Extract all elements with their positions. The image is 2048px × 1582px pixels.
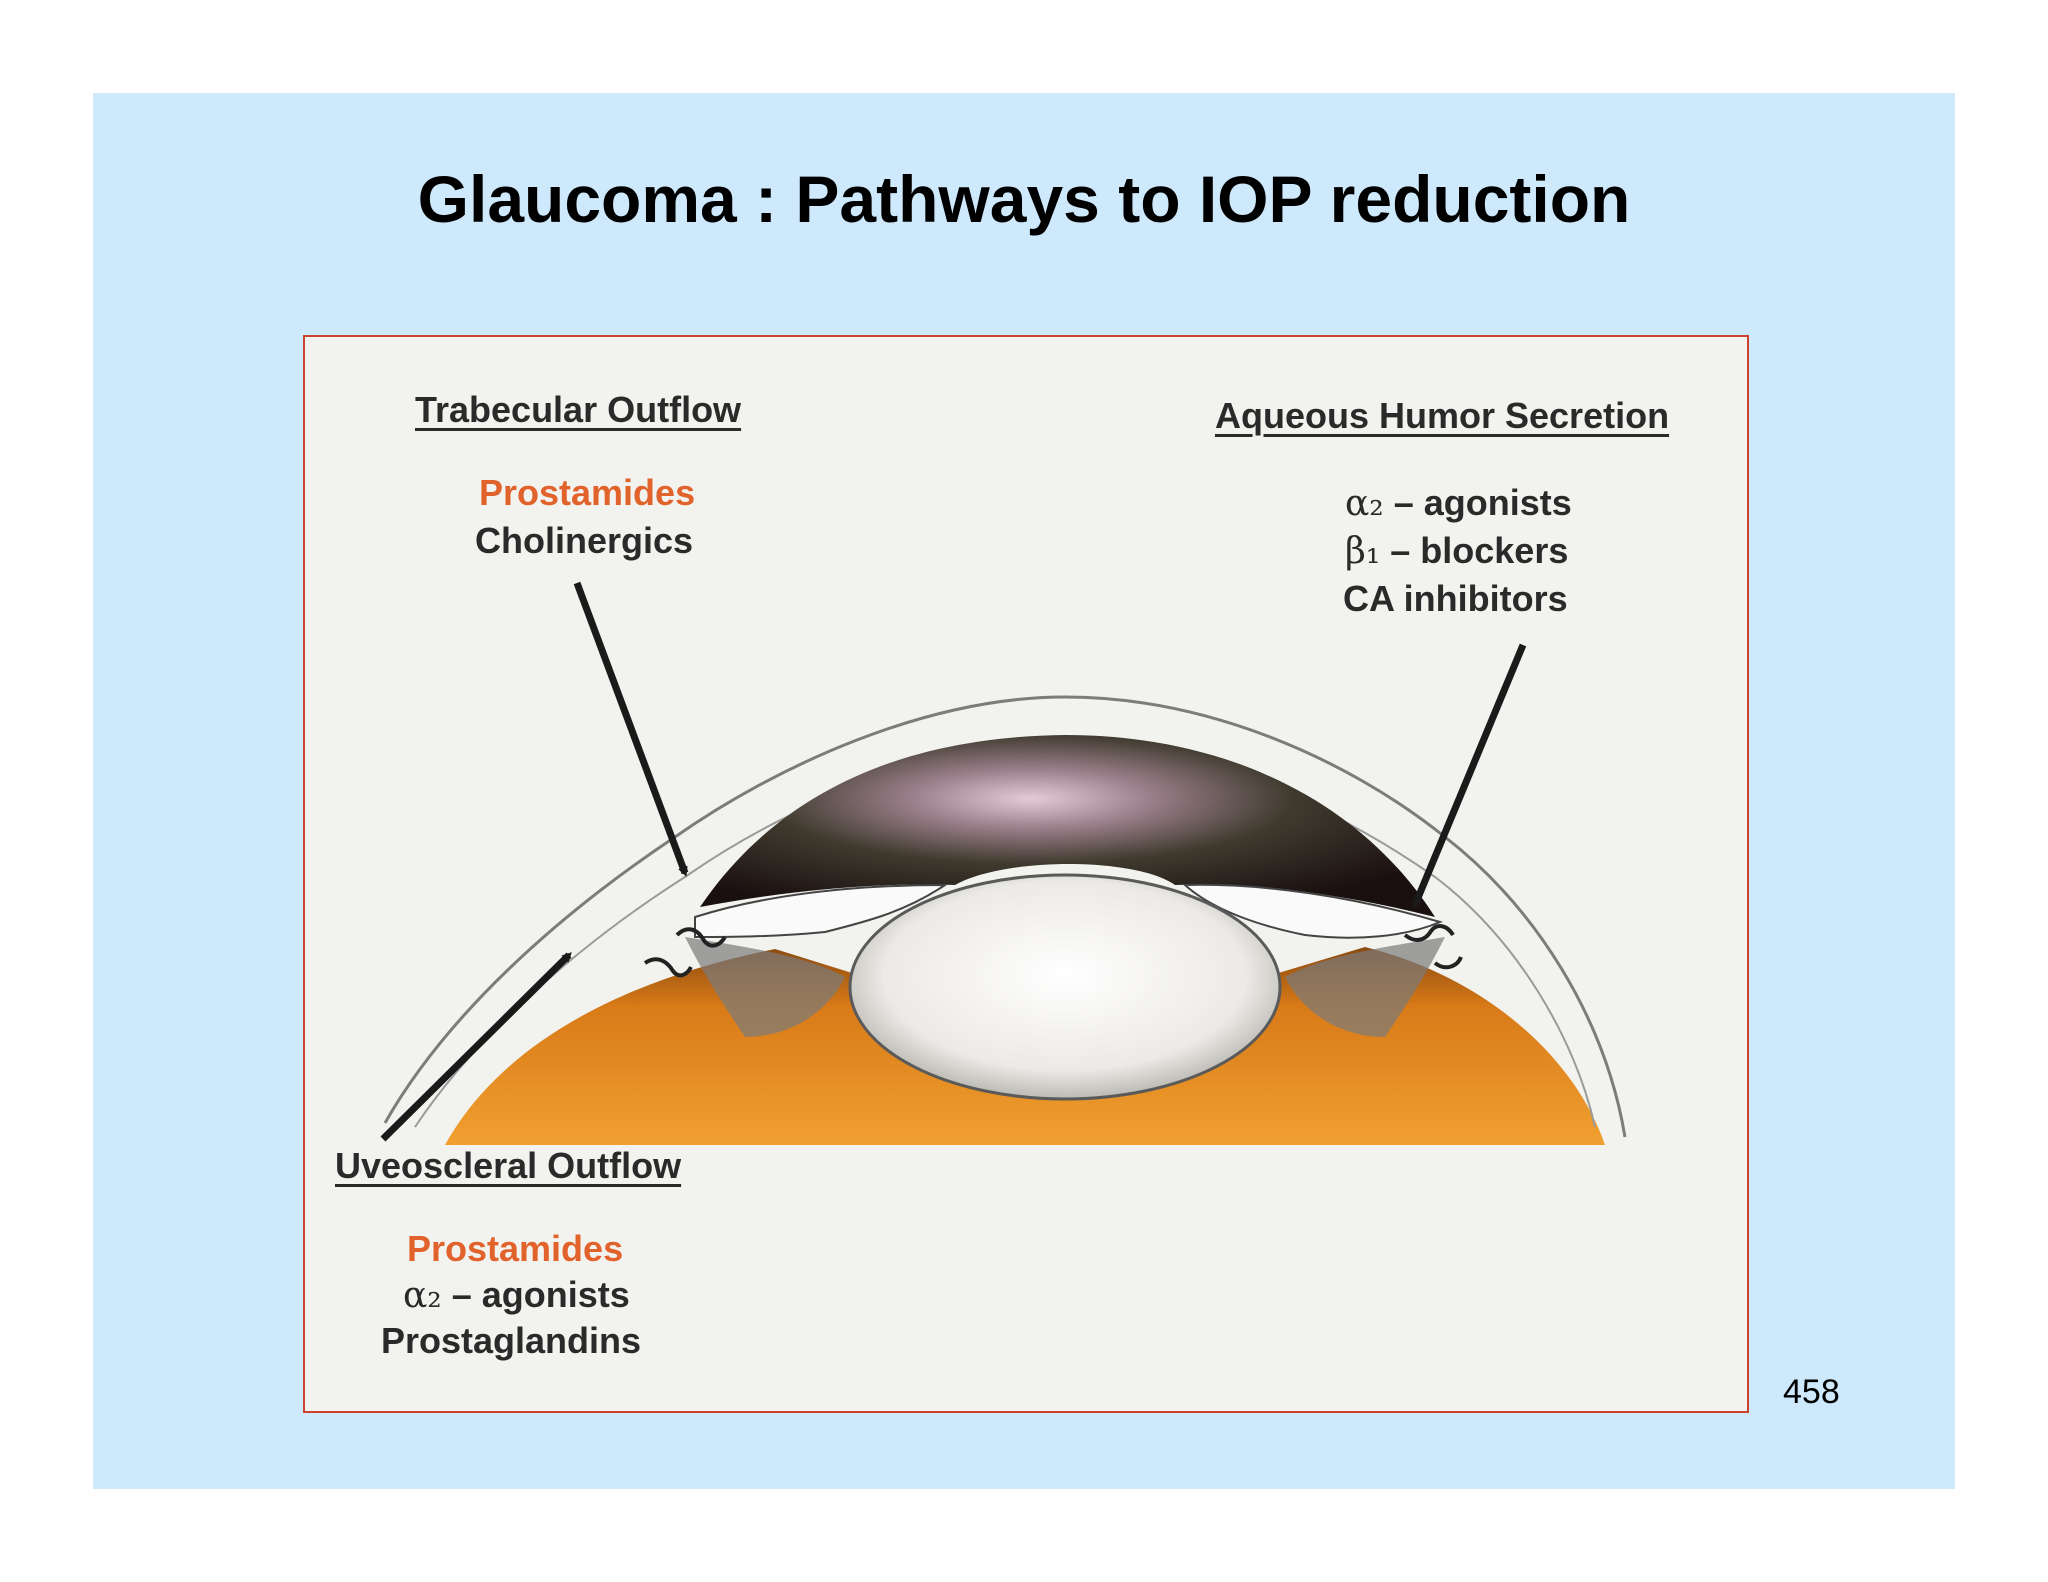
aqueous-drug-ca-inhibitors: CA inhibitors (1343, 578, 1568, 619)
arrow-aqueous (1411, 643, 1527, 909)
uveoscleral-drug-prostaglandins: Prostaglandins (381, 1320, 642, 1361)
trabecular-meshwork-right (1403, 924, 1463, 970)
beta1-symbol: β₁ (1345, 531, 1381, 572)
aqueous-drug-alpha2: α₂ – agonists (1345, 482, 1572, 524)
cornea-outer-line (383, 695, 1627, 1138)
iris-band-left (694, 883, 949, 939)
arrow-trabecular (573, 581, 689, 877)
page-number: 458 (1783, 1373, 1840, 1411)
trabecular-meshwork-left (643, 927, 727, 978)
iris-band-right (1182, 883, 1443, 939)
ciliary-left (685, 937, 845, 1037)
trabecular-drug-prostamides: Prostamides (479, 472, 696, 513)
eye-diagram: Trabecular Outflow Prostamides Cholinerg… (303, 335, 1749, 1413)
aqueous-secretion-heading: Aqueous Humor Secretion (1215, 395, 1670, 436)
lens (848, 873, 1282, 1101)
trabecular-drug-cholinergics: Cholinergics (475, 520, 694, 561)
alpha2-symbol-uveo: α₂ (403, 1275, 442, 1316)
uveoscleral-outflow-heading: Uveoscleral Outflow (335, 1145, 682, 1186)
anterior-chamber (700, 735, 1435, 917)
ciliary-right (1285, 937, 1445, 1037)
alpha2-symbol: α₂ (1345, 483, 1384, 524)
uveoscleral-drug-alpha2: α₂ – agonists (403, 1274, 630, 1316)
slide-title: Glaucoma : Pathways to IOP reduction (417, 162, 1631, 236)
eye-illustration (380, 581, 1627, 1145)
trabecular-outflow-heading: Trabecular Outflow (415, 389, 742, 430)
arrow-uveoscleral (380, 952, 572, 1142)
slide: Glaucoma : Pathways to IOP reduction (93, 93, 1955, 1489)
aqueous-drug-beta1: β₁ – blockers (1345, 530, 1569, 572)
uveoscleral-drug-prostamides: Prostamides (407, 1228, 624, 1269)
